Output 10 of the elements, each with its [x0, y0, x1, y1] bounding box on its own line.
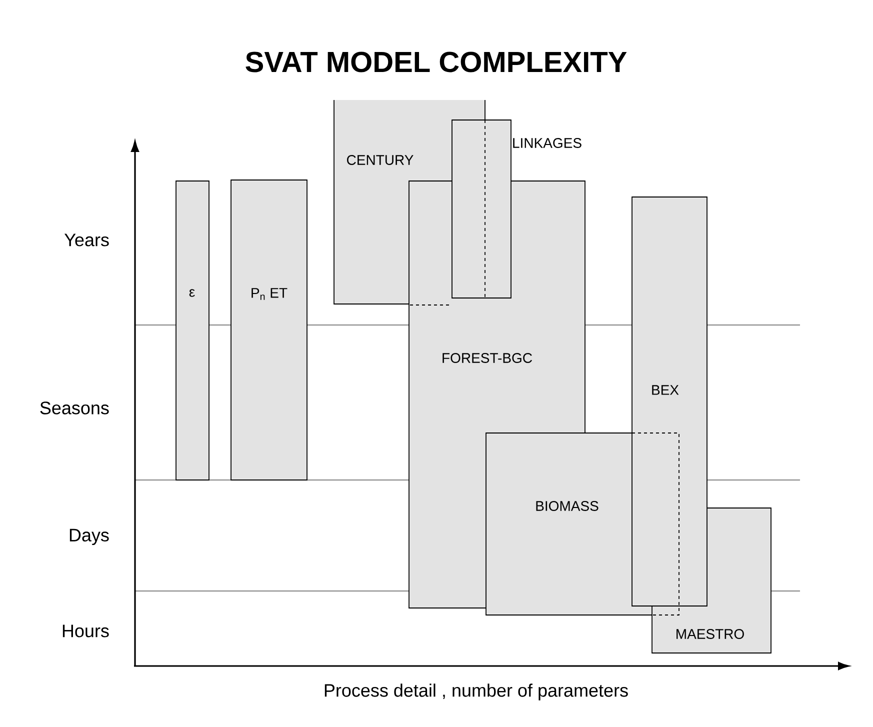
axis-label: Process detail , number of parameters [324, 684, 628, 700]
time-scale-label: Hours [62, 624, 109, 638]
model-box: P$_{n}$ ET [230, 180, 308, 480]
time-scale-label: Years [64, 234, 109, 246]
node-label: LINKAGES [513, 138, 582, 148]
model-box: ε [176, 180, 210, 480]
model-box: BEX [632, 196, 708, 606]
title: SVAT MODEL COMPLEXITY [246, 52, 627, 72]
time-scale-label: Days [70, 528, 109, 546]
time-scale-label: Seasons [40, 402, 109, 414]
